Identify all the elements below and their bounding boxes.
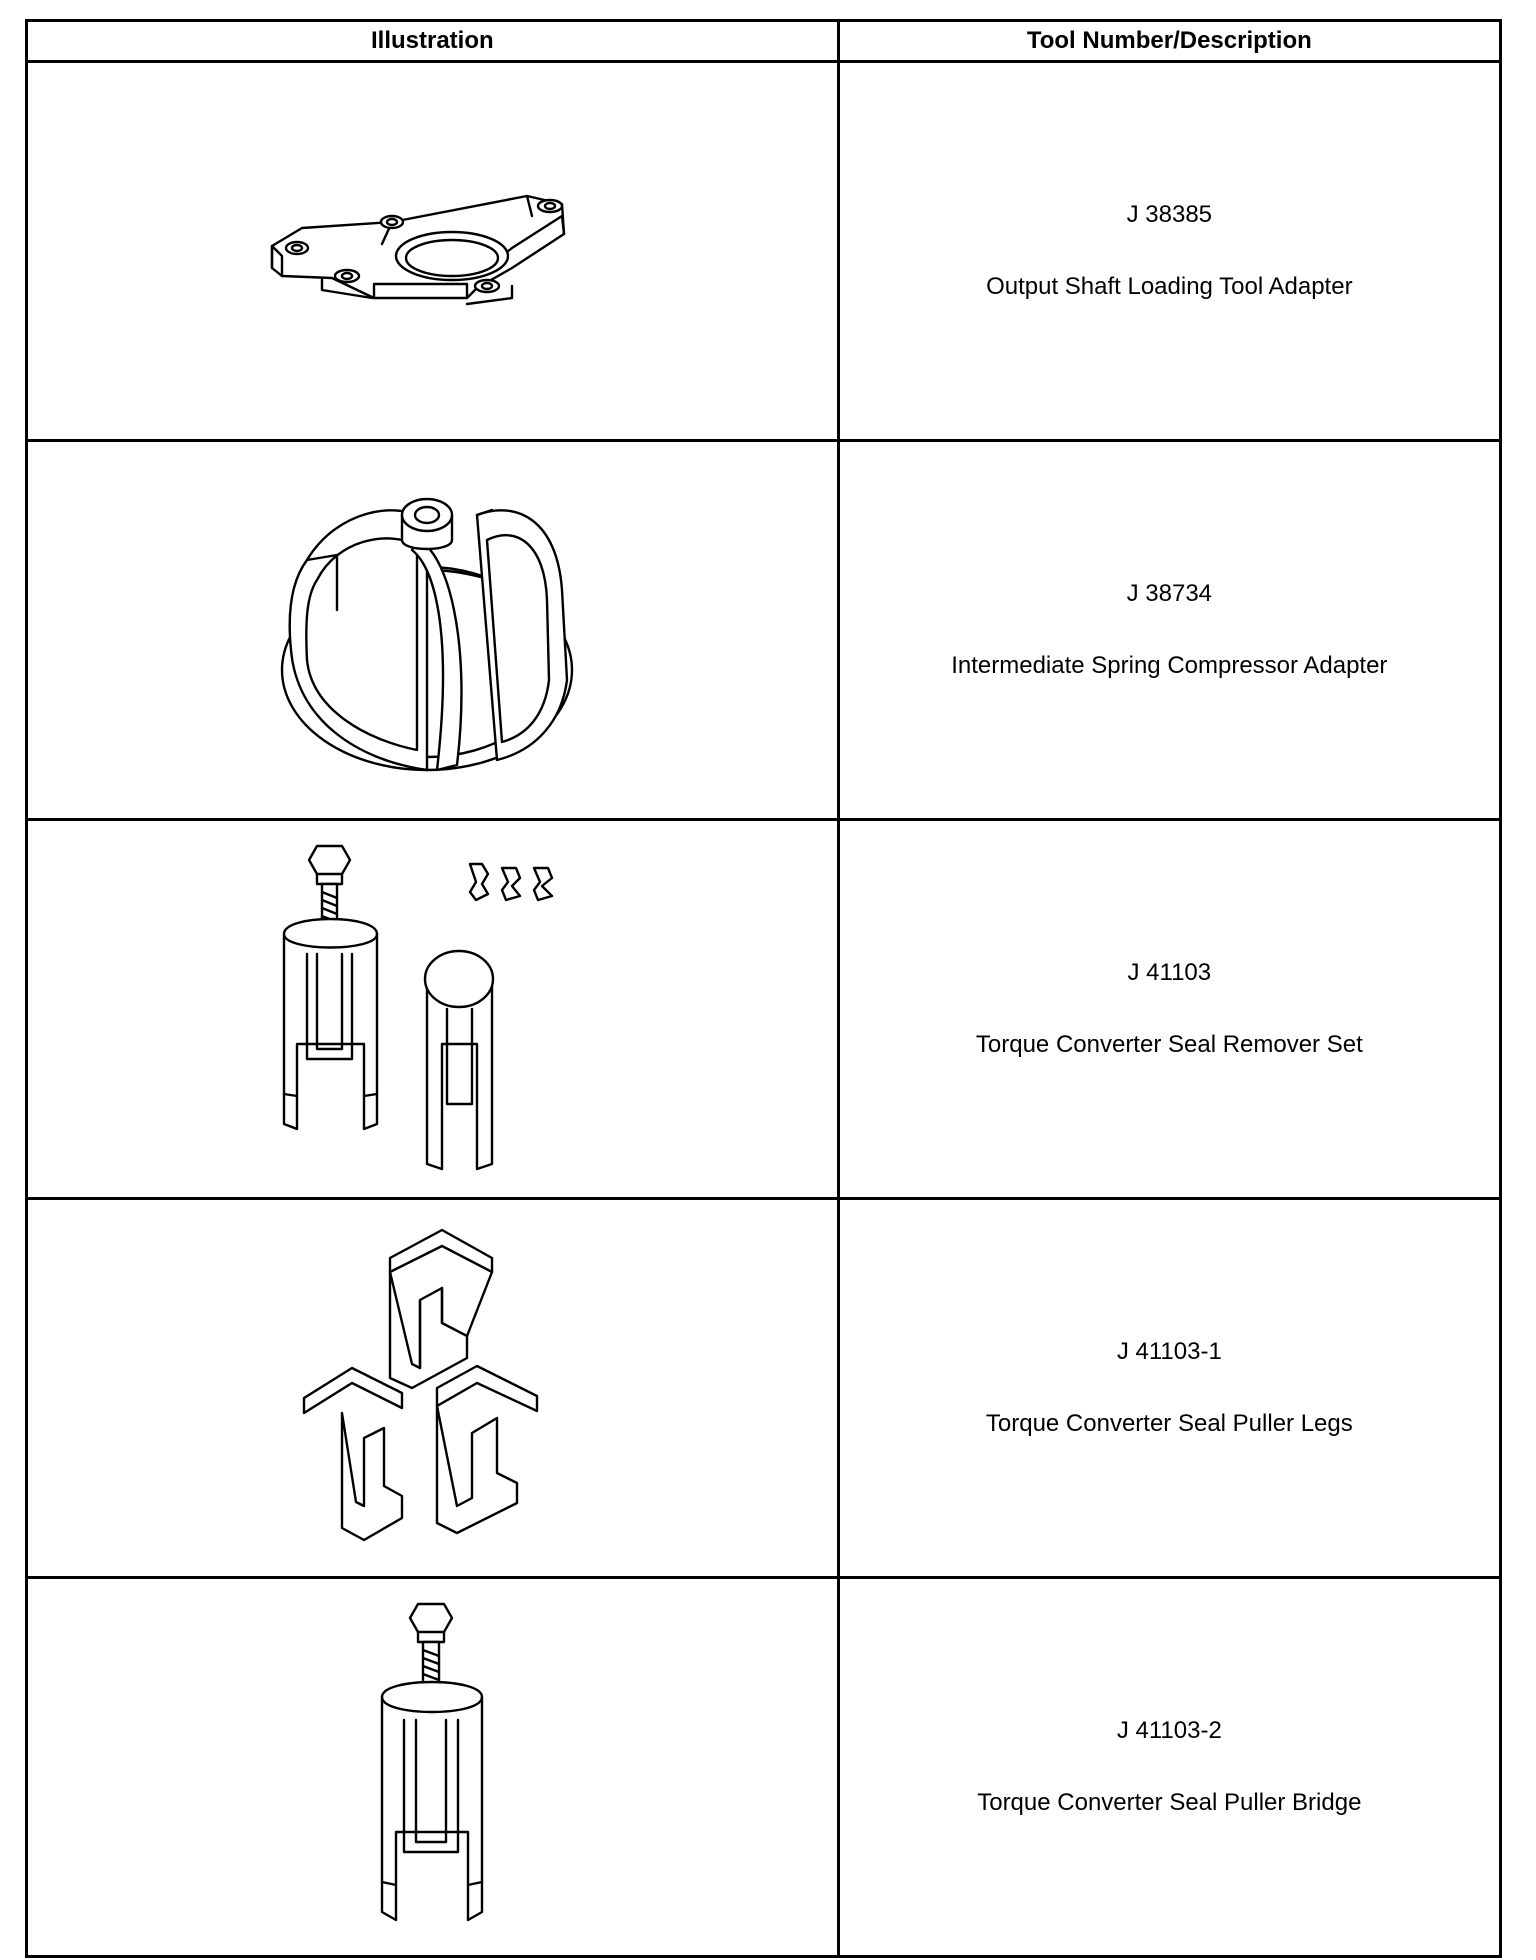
table-row: J 41103-2 Torque Converter Seal Puller B… bbox=[25, 1576, 1503, 1958]
table-row: J 41103-1 Torque Converter Seal Puller L… bbox=[25, 1197, 1503, 1579]
table-row: J 38734 Intermediate Spring Compressor A… bbox=[25, 439, 1503, 821]
illustration-cell bbox=[25, 1197, 840, 1579]
seal-remover-set-icon bbox=[283, 844, 554, 1171]
description-cell: J 38734 Intermediate Spring Compressor A… bbox=[836, 439, 1503, 821]
illustration-cell bbox=[25, 1576, 840, 1958]
table-row: J 38385 Output Shaft Loading Tool Adapte… bbox=[25, 60, 1503, 442]
tool-number: J 41103 bbox=[1127, 959, 1212, 986]
tool-description: Output Shaft Loading Tool Adapter bbox=[986, 273, 1353, 300]
table-header-row: Illustration Tool Number/Description bbox=[25, 19, 1503, 63]
tool-number: J 41103-1 bbox=[1116, 1338, 1222, 1365]
illustration-cell bbox=[25, 818, 840, 1200]
header-illustration: Illustration bbox=[25, 19, 840, 63]
header-tool-description: Tool Number/Description bbox=[836, 19, 1503, 63]
description-cell: J 41103-1 Torque Converter Seal Puller L… bbox=[836, 1197, 1503, 1579]
illustration-cell bbox=[25, 60, 840, 442]
tool-description: Torque Converter Seal Puller Bridge bbox=[977, 1789, 1362, 1816]
tool-description: Intermediate Spring Compressor Adapter bbox=[951, 652, 1388, 679]
description-cell: J 41103 Torque Converter Seal Remover Se… bbox=[836, 818, 1503, 1200]
tool-number: J 41103-2 bbox=[1116, 1717, 1222, 1744]
description-cell: J 41103-2 Torque Converter Seal Puller B… bbox=[836, 1576, 1503, 1958]
adapter-plate-icon bbox=[271, 194, 566, 306]
special-tools-table: Illustration Tool Number/Description bbox=[25, 19, 1503, 1958]
description-cell: J 38385 Output Shaft Loading Tool Adapte… bbox=[836, 60, 1503, 442]
puller-legs-icon bbox=[303, 1228, 539, 1542]
tool-number: J 38385 bbox=[1126, 201, 1213, 228]
tool-number: J 38734 bbox=[1126, 580, 1213, 607]
table-row: J 41103 Torque Converter Seal Remover Se… bbox=[25, 818, 1503, 1200]
tool-description: Torque Converter Seal Remover Set bbox=[975, 1031, 1363, 1058]
illustration-cell bbox=[25, 439, 840, 821]
spring-compressor-adapter-icon bbox=[281, 497, 574, 772]
tool-description: Torque Converter Seal Puller Legs bbox=[985, 1410, 1353, 1437]
puller-bridge-icon bbox=[381, 1602, 484, 1922]
